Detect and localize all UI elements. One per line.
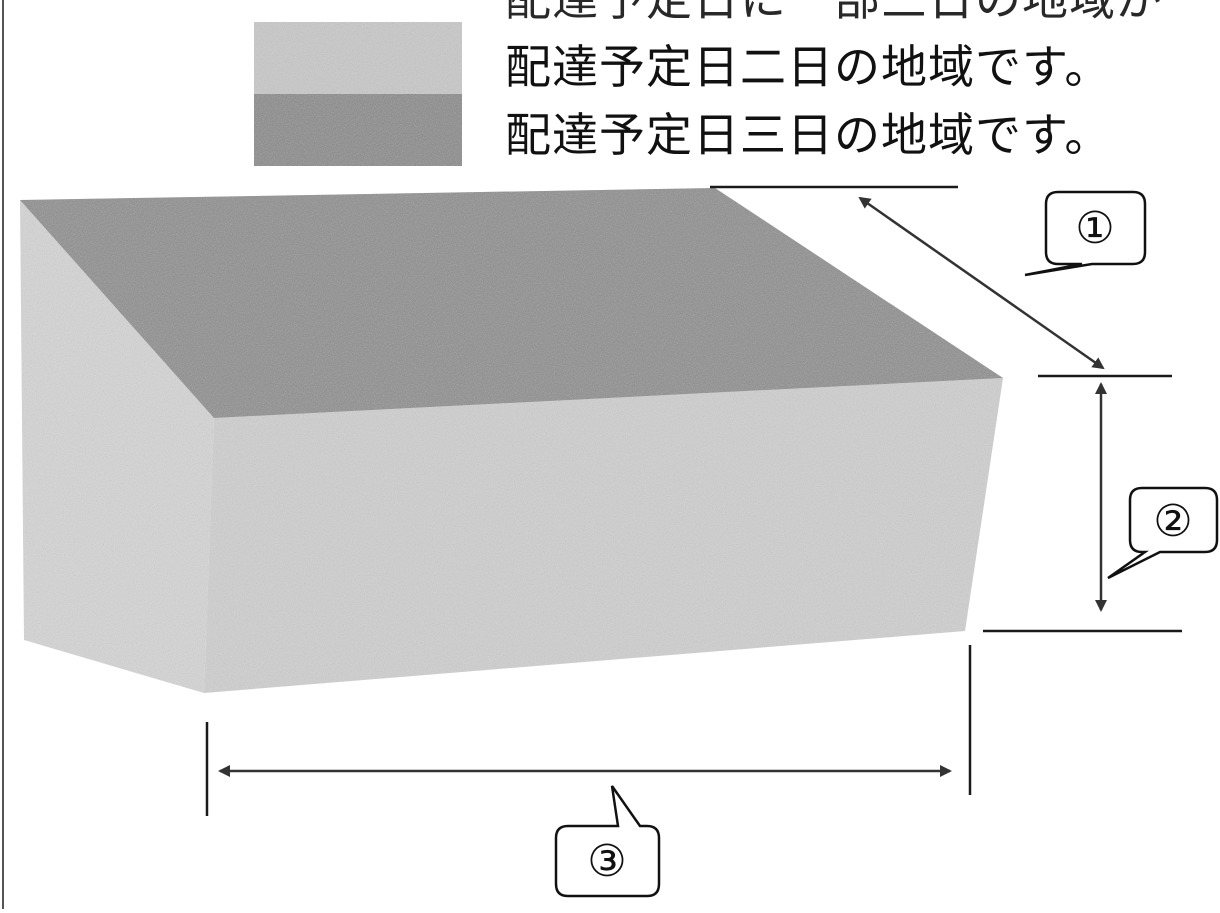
dimension-arrows — [218, 196, 1107, 777]
callout-two-label: ② — [1153, 496, 1192, 547]
box-side-face — [20, 200, 214, 693]
legend-label-two-day: 配達予定日二日の地域です。 — [505, 40, 1112, 94]
callout-one-label: ① — [1075, 203, 1114, 254]
depth-dimension-arrow — [858, 196, 1105, 370]
callout-three: ③ — [554, 785, 661, 898]
extension-lines — [205, 185, 1182, 816]
box-front-face — [204, 378, 1003, 693]
legend-swatch-three-day — [254, 94, 462, 166]
legend-swatches — [254, 22, 462, 166]
callout-one: ① — [1024, 190, 1147, 277]
legend-partial-top-label: 配達予定日に一部三日の地域が — [505, 0, 1163, 22]
legend-swatch-two-day — [254, 22, 462, 94]
callout-two: ② — [1107, 486, 1219, 580]
callout-three-label: ③ — [587, 836, 626, 887]
box-top-face — [20, 188, 1003, 418]
legend-label-three-day: 配達予定日三日の地域です。 — [505, 108, 1112, 162]
